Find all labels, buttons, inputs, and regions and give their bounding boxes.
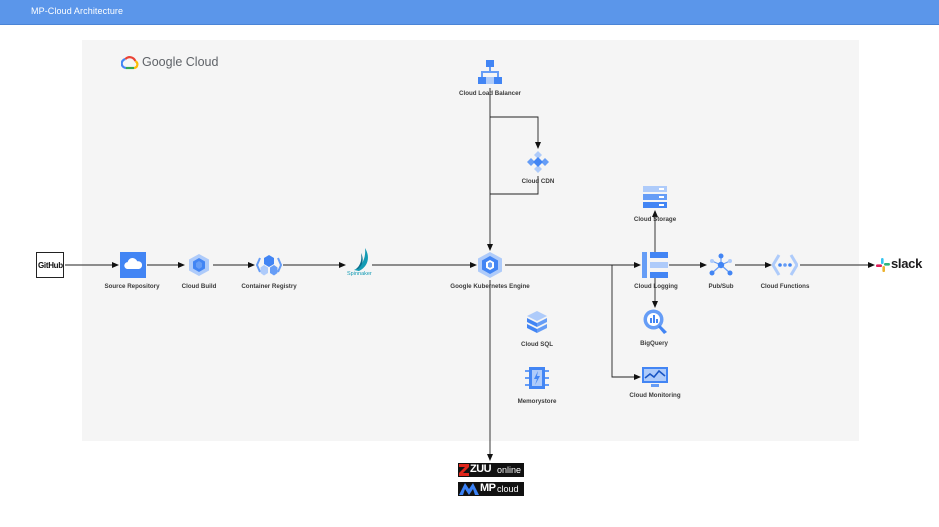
cloud-monitoring-label: Cloud Monitoring [629, 392, 681, 399]
storage-icon[interactable] [643, 186, 667, 208]
cloud-functions-label: Cloud Functions [760, 283, 810, 290]
database-icon[interactable] [526, 310, 548, 334]
edge-gke-to-cloud-monitoring [611, 265, 641, 380]
slack-label: slack [891, 256, 923, 271]
source-repository-label: Source Repository [104, 283, 160, 290]
container-registry-label: Container Registry [241, 283, 297, 290]
pubsub-icon[interactable] [708, 253, 734, 277]
hexagon-icon[interactable] [187, 253, 211, 277]
google-cloud-logo-text: Google Cloud [142, 55, 219, 69]
bigquery-icon[interactable] [642, 308, 668, 334]
github-label: GitHub [38, 261, 63, 270]
zuu-mark: ZUU [470, 463, 492, 475]
cloud-sql-label: Cloud SQL [521, 341, 553, 348]
zuu-online-logo: ZUU online [458, 463, 524, 477]
logging-icon[interactable] [642, 252, 668, 278]
mpcloud-icon [459, 483, 479, 495]
edge-cdn-return [490, 176, 539, 195]
spinnaker-label: Spinnaker [347, 271, 372, 277]
slack-icon [876, 258, 890, 272]
google-cloud-panel [82, 40, 859, 441]
load-balancer-label: Cloud Load Balancer [459, 90, 521, 97]
zuu-icon [459, 464, 469, 476]
mpcloud-mark: MP [480, 482, 496, 494]
cloud-icon[interactable] [120, 252, 146, 278]
pubsub-label: Pub/Sub [708, 283, 734, 290]
mpcloud-suffix: cloud [497, 484, 519, 494]
cloud-build-label: Cloud Build [181, 283, 217, 290]
cloud-storage-label: Cloud Storage [633, 216, 677, 223]
google-cloud-logo-icon [121, 56, 139, 70]
edge-load-balancer-to-cdn [490, 116, 541, 149]
memorystore-label: Memorystore [517, 398, 557, 405]
load-balancer-icon[interactable] [478, 60, 502, 86]
title-bar: MP-Cloud Architecture [0, 0, 939, 25]
zuu-suffix: online [497, 465, 522, 475]
cloud-logging-label: Cloud Logging [634, 283, 678, 290]
diagram-title: MP-Cloud Architecture [31, 6, 124, 16]
spinnaker-icon[interactable] [345, 247, 373, 277]
registry-icon[interactable] [256, 252, 282, 278]
mpcloud-logo: MP cloud [458, 482, 524, 496]
kubernetes-icon[interactable] [477, 251, 503, 279]
monitoring-icon[interactable] [642, 367, 668, 387]
memory-icon[interactable] [525, 365, 549, 391]
cdn-icon[interactable] [526, 150, 550, 174]
gke-label: Google Kubernetes Engine [450, 283, 530, 290]
bigquery-label: BigQuery [640, 340, 668, 347]
cdn-label: Cloud CDN [521, 178, 555, 185]
functions-icon[interactable] [772, 253, 798, 277]
github-node[interactable]: GitHub [36, 252, 64, 278]
